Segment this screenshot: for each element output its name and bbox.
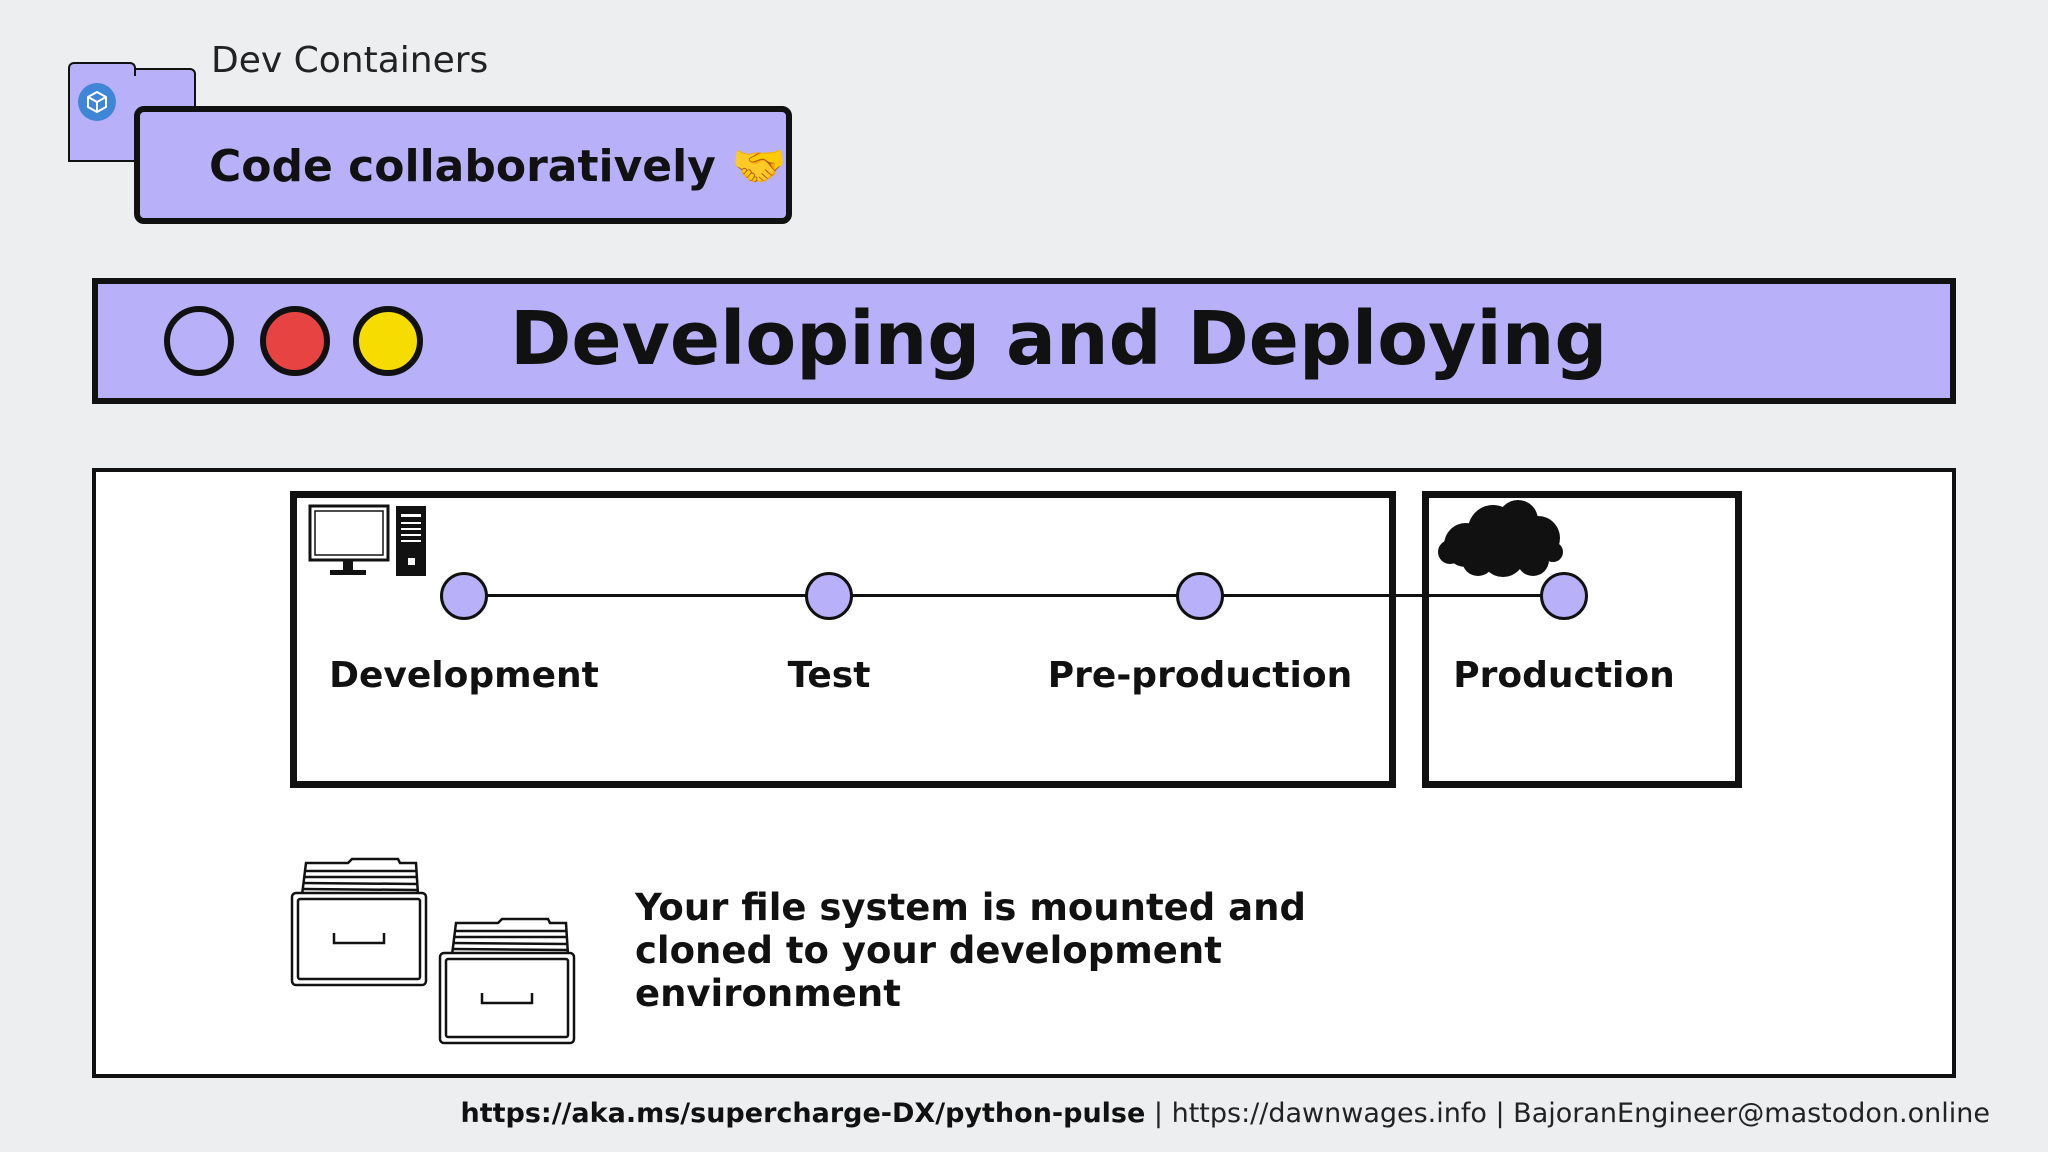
stage-label-test: Test (787, 655, 871, 696)
desktop-computer-icon (308, 504, 428, 582)
headline-text: Code collaboratively (209, 140, 716, 192)
pipeline-node-test (805, 572, 853, 620)
footer-links: https://aka.ms/supercharge-DX/python-pul… (460, 1098, 1990, 1129)
info-text: Your file system is mounted and cloned t… (635, 886, 1306, 1015)
headline-box (134, 106, 792, 224)
footer-link-site[interactable]: https://dawnwages.info (1171, 1098, 1487, 1129)
window-dot-lavender (164, 306, 234, 376)
page-title: Developing and Deploying (510, 296, 1608, 382)
handshake-icon: 🤝 (731, 141, 787, 192)
window-dot-yellow (353, 306, 423, 376)
stage-label-preproduction: Pre-production (1047, 655, 1353, 696)
local-environment-box (290, 491, 1396, 788)
stage-label-production: Production (1453, 655, 1675, 696)
headline: Code collaboratively 🤝 (209, 140, 787, 193)
stage-label-development: Development (329, 655, 599, 696)
footer-separator: | (1145, 1098, 1172, 1129)
footer-link-aka[interactable]: https://aka.ms/supercharge-DX/python-pul… (460, 1098, 1146, 1129)
cube-icon (78, 83, 116, 121)
window-dot-red (260, 306, 330, 376)
app-name: Dev Containers (211, 40, 489, 81)
pipeline-node-production (1540, 572, 1588, 620)
footer-mastodon[interactable]: BajoranEngineer@mastodon.online (1513, 1098, 1990, 1129)
cloud-icon (1438, 500, 1568, 584)
pipeline-node-preproduction (1176, 572, 1224, 620)
footer-separator: | (1486, 1098, 1514, 1129)
pipeline-line (464, 594, 1564, 597)
file-cabinet-icon (288, 855, 578, 1049)
pipeline-node-development (440, 572, 488, 620)
